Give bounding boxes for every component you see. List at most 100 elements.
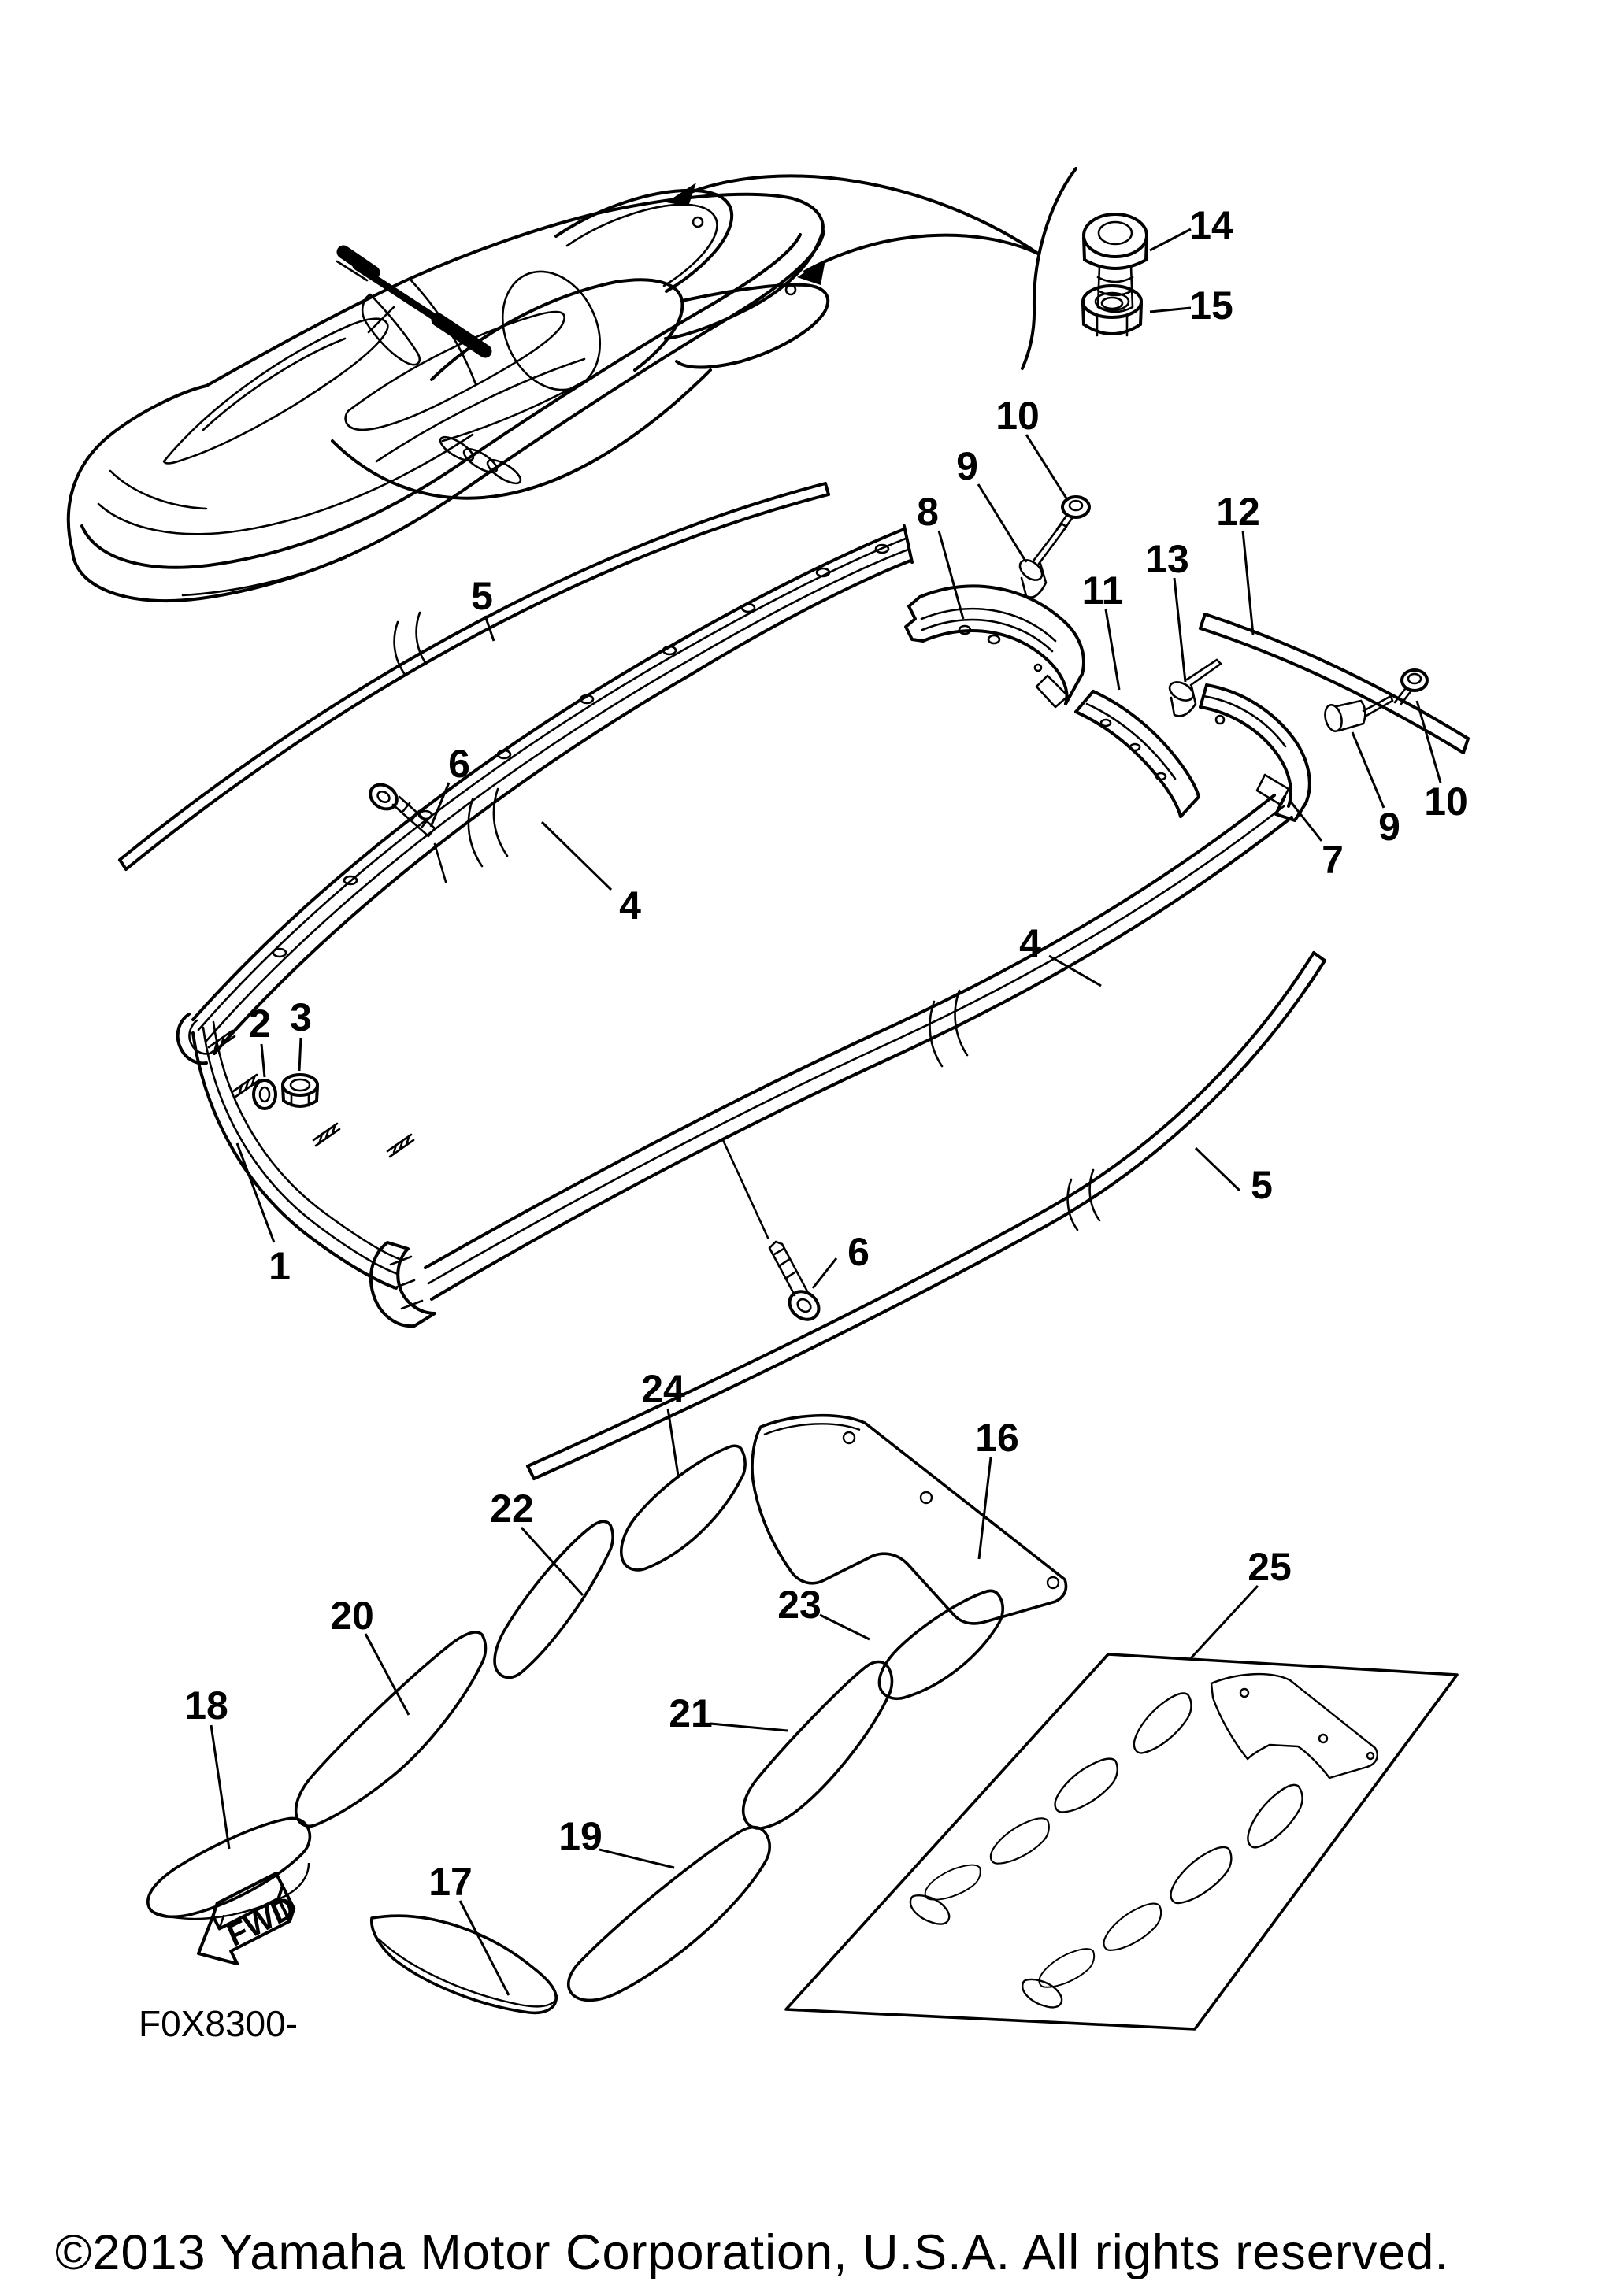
bracket-curve [1021, 167, 1077, 370]
part-label-4b: 4 [1019, 921, 1041, 965]
part-label-16: 16 [975, 1416, 1019, 1460]
mat-22 [493, 1520, 614, 1679]
break-mark [1066, 1168, 1101, 1231]
mat-20 [294, 1631, 488, 1828]
part-label-21: 21 [669, 1691, 713, 1735]
part-label-12: 12 [1216, 490, 1260, 534]
rail-segment-11 [1074, 690, 1200, 818]
part-label-5a: 5 [471, 574, 493, 618]
screw-6-left [369, 783, 447, 883]
part-label-3: 3 [290, 995, 312, 1039]
part-label-6b: 6 [847, 1230, 870, 1274]
break-mark [467, 787, 509, 868]
part-label-24: 24 [641, 1367, 685, 1411]
mat-18 [146, 1816, 312, 1919]
part-label-6a: 6 [448, 742, 470, 786]
leader-line-6b [811, 1257, 838, 1289]
mat-23 [877, 1589, 1005, 1700]
rivet-9-right [1324, 694, 1394, 732]
corner-molding-8 [904, 584, 1085, 709]
part-label-2: 2 [249, 1002, 271, 1046]
insert-strip-right [526, 951, 1326, 1480]
location-arrows [666, 167, 1077, 370]
arrowhead [666, 183, 696, 206]
rail-clamp [369, 1241, 436, 1328]
part-label-11: 11 [1082, 568, 1124, 613]
deck-mats [146, 1413, 1068, 2015]
washer-2 [252, 1079, 277, 1110]
mat-17 [370, 1914, 558, 2015]
part-label-15: 15 [1189, 283, 1233, 328]
leader-line-11 [1104, 609, 1121, 691]
screw-6-right [721, 1139, 821, 1321]
leader-line-3 [298, 1037, 302, 1072]
strip-12 [1199, 613, 1470, 754]
mat-24 [620, 1444, 747, 1572]
gunwale-assembly [176, 524, 1293, 1328]
break-mark [929, 989, 969, 1068]
fwd-arrow: FWD [197, 1872, 300, 1966]
leader-line-5b [1194, 1146, 1241, 1192]
part-label-17: 17 [428, 1860, 473, 1904]
leader-line-6a [429, 782, 451, 828]
part-label-25: 25 [1248, 1545, 1292, 1589]
part-label-20: 20 [330, 1594, 374, 1638]
screw-10-left [1055, 495, 1091, 532]
mat-19 [567, 1825, 772, 2002]
vent-oval [439, 435, 475, 462]
leader-line-25 [1189, 1584, 1259, 1660]
break-mark [393, 611, 428, 675]
screw-10-right [1393, 668, 1429, 705]
leader-line-9a [977, 483, 1028, 563]
mat-16 [751, 1413, 1068, 1625]
rivet-9-left [1018, 522, 1068, 598]
leader-line-18 [210, 1724, 231, 1850]
part-label-14: 14 [1189, 203, 1233, 247]
part-label-23: 23 [777, 1583, 821, 1627]
part-label-10b: 10 [1424, 780, 1468, 824]
diagram-code: F0X8300- [139, 2003, 298, 2044]
leader-line-10a [1025, 434, 1070, 502]
leader-line-9b [1351, 731, 1385, 809]
part-label-19: 19 [558, 1814, 603, 1858]
leader-line-21 [710, 1722, 788, 1732]
part-label-4a: 4 [619, 883, 641, 928]
part-label-18: 18 [184, 1683, 228, 1728]
copyright: ©2013 Yamaha Motor Corporation, U.S.A. A… [55, 2225, 1449, 2280]
arrowhead [797, 260, 825, 285]
corner-molding-7 [1199, 683, 1311, 822]
leader-line-20 [364, 1633, 410, 1716]
part-label-1: 1 [269, 1244, 291, 1288]
leader-line-14 [1149, 228, 1192, 252]
leader-line-13 [1173, 577, 1187, 683]
leader-line-23 [819, 1613, 870, 1641]
leader-line-12 [1241, 530, 1255, 635]
leader-line-22 [520, 1526, 584, 1597]
rail-holes [272, 543, 890, 958]
leader-line-4a [540, 820, 613, 891]
insert-strip-left [118, 482, 830, 871]
part-label-9b: 9 [1378, 805, 1400, 849]
part-label-13: 13 [1145, 537, 1189, 581]
nut-3 [281, 1073, 319, 1108]
part-label-10a: 10 [996, 394, 1040, 438]
leader-line-24 [666, 1408, 680, 1476]
leader-line-5a [484, 615, 495, 642]
part-label-7: 7 [1322, 838, 1344, 882]
part-label-22: 22 [490, 1487, 534, 1531]
rivet-13 [1168, 658, 1222, 717]
jetski-drawing [66, 188, 830, 602]
part-label-8: 8 [917, 490, 939, 534]
leader-line-1 [235, 1142, 276, 1243]
leader-line-17 [458, 1900, 510, 1996]
leader-line-10b [1415, 700, 1442, 783]
deck-hole [784, 283, 797, 296]
part-label-5b: 5 [1251, 1163, 1273, 1207]
leader-line-7 [1288, 799, 1323, 842]
part-label-9a: 9 [956, 444, 978, 488]
leader-line-2 [260, 1043, 266, 1078]
mat-kit-sheet-25 [784, 1653, 1459, 2031]
leader-line-15 [1149, 306, 1192, 313]
